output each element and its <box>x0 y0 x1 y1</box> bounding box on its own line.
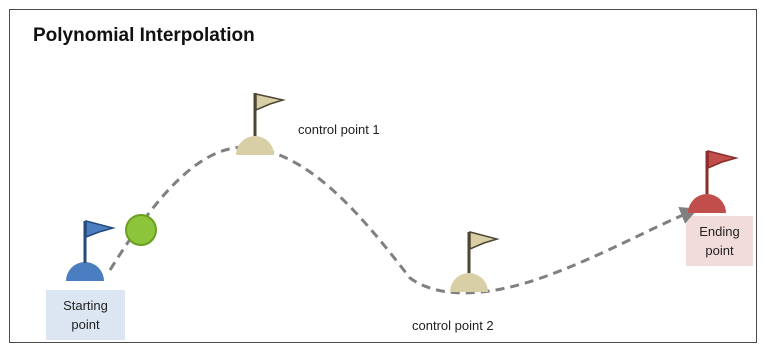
diagram-title: Polynomial Interpolation <box>33 25 255 46</box>
control-point-2-marker <box>450 231 500 292</box>
control-1-flag-base <box>236 136 274 155</box>
starting-point-label-line2: point <box>71 317 100 332</box>
ending-point-label-line2: point <box>705 243 734 258</box>
control-2-flag-base <box>450 273 488 292</box>
moving-ball <box>125 214 157 246</box>
starting-point-marker <box>66 220 116 281</box>
ending-point-marker <box>688 150 739 213</box>
starting-point-label-line1: Starting <box>63 298 108 313</box>
end-flag-base <box>688 194 726 213</box>
control-point-1-label: control point 1 <box>298 122 380 137</box>
starting-point-label: Starting point <box>46 290 125 340</box>
start-flag-icon <box>85 220 116 239</box>
control-1-flag-icon <box>255 93 286 112</box>
ending-point-label: Ending point <box>686 216 753 266</box>
interpolation-path <box>108 145 699 295</box>
diagram-frame <box>9 9 757 343</box>
control-point-2-label: control point 2 <box>412 318 494 333</box>
control-point-1-marker <box>236 93 286 155</box>
ending-point-label-line1: Ending <box>699 224 740 239</box>
end-flag-icon <box>707 150 739 170</box>
control-2-flag-icon <box>469 231 500 251</box>
start-flag-base <box>66 262 104 281</box>
